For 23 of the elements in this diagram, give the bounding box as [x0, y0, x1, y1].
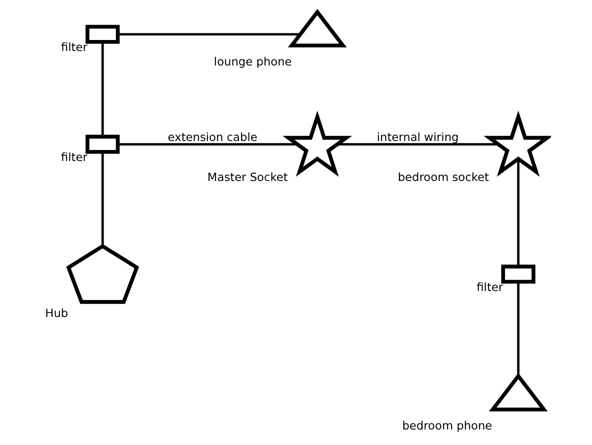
edge-label: extension cable [168, 130, 258, 144]
node-box [86, 134, 120, 154]
node-label: Master Socket [207, 170, 288, 184]
connector [337, 143, 498, 146]
node-label: filter [60, 40, 88, 54]
node-label: bedroom socket [398, 170, 489, 184]
connector [118, 143, 298, 146]
node-box [501, 264, 536, 284]
node-pentagon [66, 244, 140, 304]
node-label: bedroom phone [402, 418, 492, 433]
node-box [86, 24, 120, 44]
node-triangle [488, 372, 548, 412]
connector [101, 42, 104, 137]
node-label: lounge phone [214, 54, 292, 69]
node-label: Hub [45, 306, 68, 320]
connector [118, 33, 300, 36]
connector [517, 282, 520, 376]
connector [517, 158, 520, 267]
node-label: filter [60, 150, 88, 164]
edge-label: internal wiring [376, 130, 459, 144]
node-label: filter [476, 280, 504, 294]
node-triangle [288, 8, 347, 48]
connector [101, 152, 104, 246]
